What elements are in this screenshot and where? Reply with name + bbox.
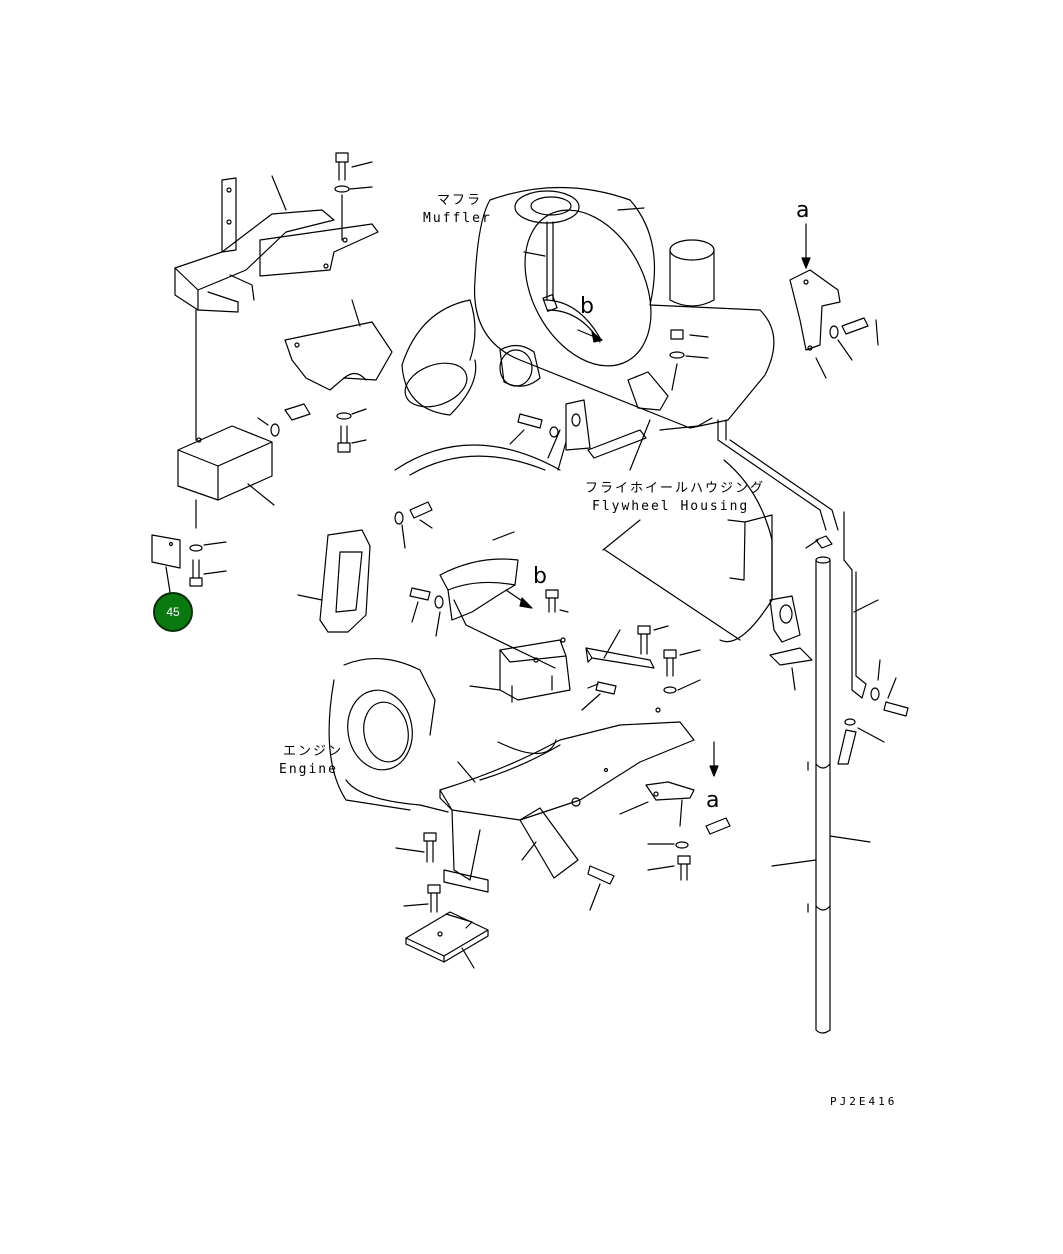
lower-base-plate — [406, 912, 488, 968]
muffler-label-jp: マフラ — [437, 193, 483, 208]
view-arrow-b-mid — [506, 590, 568, 612]
muffler-bolt — [524, 208, 644, 300]
heat-shield-plate — [285, 322, 392, 390]
muffler-clamp-band — [543, 295, 602, 342]
part-callout-number: 45 — [166, 605, 180, 619]
view-marker-a-top: a — [796, 198, 810, 223]
lower-bolts — [396, 833, 614, 912]
small-bracket-left — [152, 500, 226, 592]
battery-cover — [178, 310, 274, 505]
lower-engine-mount — [440, 708, 694, 892]
center-bolts-left — [395, 502, 443, 636]
exhaust-tail-pipe — [718, 440, 838, 1033]
muffler-label-en: Muffler — [423, 211, 492, 226]
lower-bracket-a — [620, 742, 730, 880]
drawing-code: PJ2E416 — [830, 1095, 898, 1108]
upper-engine-mount — [440, 532, 570, 702]
flywheel-housing-label-jp: フライホイールハウジング — [585, 481, 766, 496]
tail-pipe-leaders — [772, 836, 870, 866]
flywheel-housing-outline — [395, 300, 772, 642]
engine-label-en: Engine — [279, 762, 338, 777]
view-marker-b-mid: b — [533, 564, 547, 589]
engine-label-jp: エンジン — [283, 744, 344, 759]
muffler-bracket — [628, 372, 668, 470]
bolt-top-left — [335, 153, 372, 240]
engine-outline — [329, 659, 448, 812]
muffler-nut-washer — [670, 330, 708, 390]
upper-right-bracket — [790, 224, 878, 378]
leader-lines — [272, 176, 646, 470]
upper-left-bracket — [175, 178, 378, 312]
view-marker-b-top: b — [580, 294, 594, 319]
bolt-mid-left — [258, 404, 366, 452]
muffler-body — [475, 188, 774, 441]
center-bracket-left — [298, 530, 370, 632]
flywheel-bracket-right — [770, 596, 812, 690]
part-callout-45[interactable]: 45 — [153, 592, 193, 632]
center-bracket-right — [582, 626, 700, 710]
pipe-bracket-strap — [838, 512, 908, 764]
flywheel-housing-label-en: Flywheel Housing — [592, 499, 750, 514]
view-marker-a-bottom: a — [706, 788, 720, 813]
